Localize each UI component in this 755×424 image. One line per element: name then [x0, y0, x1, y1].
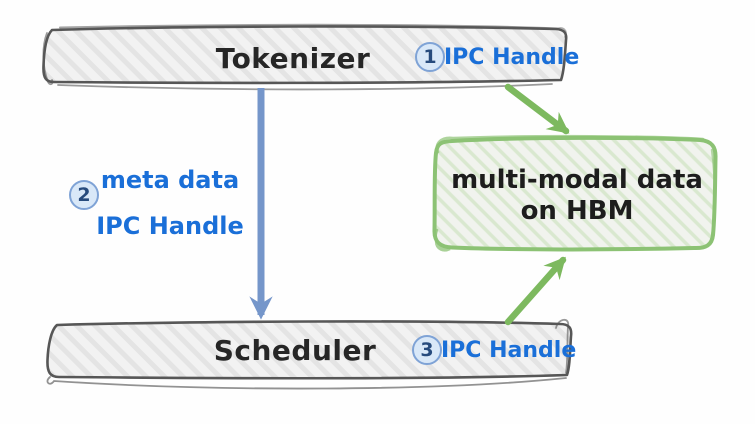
step-1-badge: 1: [415, 42, 445, 72]
step-3-label: IPC Handle: [441, 338, 577, 363]
scheduler-node-label: Scheduler: [213, 334, 377, 367]
step-3-badge: 3: [412, 335, 442, 365]
step-2-badge: 2: [69, 180, 99, 210]
arrow-tokenizer-to-hbm: [504, 83, 570, 135]
scheduler-node-shape: [46, 318, 573, 390]
tokenizer-node-label: Tokenizer: [215, 42, 371, 75]
hbm-label-line1: multi-modal data: [451, 165, 703, 195]
step-1-label: IPC Handle: [444, 45, 580, 70]
step-2-label-meta-data: meta data: [100, 166, 240, 194]
hbm-node-label: multi-modal data on HBM: [447, 165, 707, 227]
hbm-node-shape: [432, 134, 718, 252]
arrow-scheduler-to-hbm: [504, 256, 567, 326]
hbm-label-line2: on HBM: [520, 196, 634, 226]
step-2-label-ipc-handle: IPC Handle: [96, 212, 244, 240]
